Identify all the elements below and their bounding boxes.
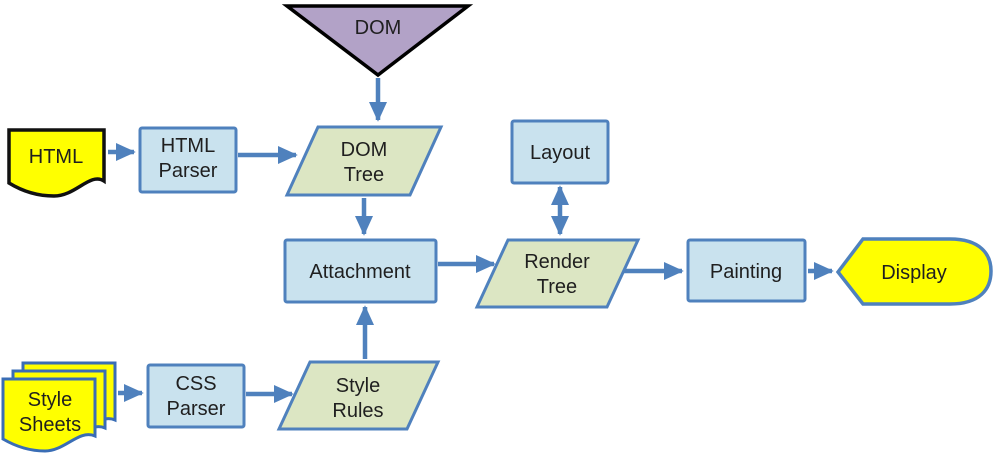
node-render-tree: Render Tree: [474, 238, 641, 309]
node-dom: DOM: [281, 4, 474, 78]
css-parser-label-line2: Parser: [167, 398, 226, 420]
display-shape: [835, 237, 993, 306]
node-style-sheets: Style Sheets: [1, 361, 117, 453]
dom-triangle-shape: [281, 4, 474, 78]
attachment-rect-shape: [283, 238, 438, 304]
node-attachment: Attachment: [283, 238, 438, 304]
node-html: HTML: [7, 128, 106, 198]
html-parser-label-line1: HTML: [161, 135, 215, 157]
render-tree-label-line2: Tree: [537, 276, 577, 298]
node-css-parser: CSS Parser: [146, 363, 246, 429]
node-style-rules: Style Rules: [276, 360, 441, 431]
dom-label: DOM: [355, 17, 402, 39]
render-tree-parallelogram-shape: [474, 238, 641, 309]
html-parser-label-line2: Parser: [159, 160, 218, 182]
node-painting: Painting: [686, 238, 807, 303]
render-tree-label-line1: Render: [524, 251, 590, 273]
style-rules-label-line1: Style: [336, 375, 380, 397]
node-layout: Layout: [510, 119, 610, 185]
style-sheets-label-line1: Style: [28, 389, 72, 411]
style-sheets-label-line2: Sheets: [19, 414, 81, 436]
node-display: Display: [835, 237, 993, 306]
node-dom-tree: DOM Tree: [284, 125, 444, 197]
html-parser-rect-shape: [138, 126, 238, 194]
layout-rect-shape: [510, 119, 610, 185]
node-html-parser: HTML Parser: [138, 126, 238, 194]
display-label: Display: [881, 262, 947, 284]
painting-label: Painting: [710, 261, 782, 283]
css-parser-label-line1: CSS: [175, 373, 216, 395]
html-label: HTML: [29, 146, 83, 168]
dom-tree-label-line2: Tree: [344, 164, 384, 186]
html-document-shape: [7, 128, 106, 198]
dom-tree-parallelogram-shape: [284, 125, 444, 197]
css-parser-rect-shape: [146, 363, 246, 429]
dom-tree-label-line1: DOM: [341, 139, 388, 161]
painting-rect-shape: [686, 238, 807, 303]
attachment-label: Attachment: [309, 261, 411, 283]
style-rules-label-line2: Rules: [332, 400, 383, 422]
style-sheets-front-sheet-shape: [1, 377, 97, 453]
layout-label: Layout: [530, 142, 590, 164]
style-rules-parallelogram-shape: [276, 360, 441, 431]
